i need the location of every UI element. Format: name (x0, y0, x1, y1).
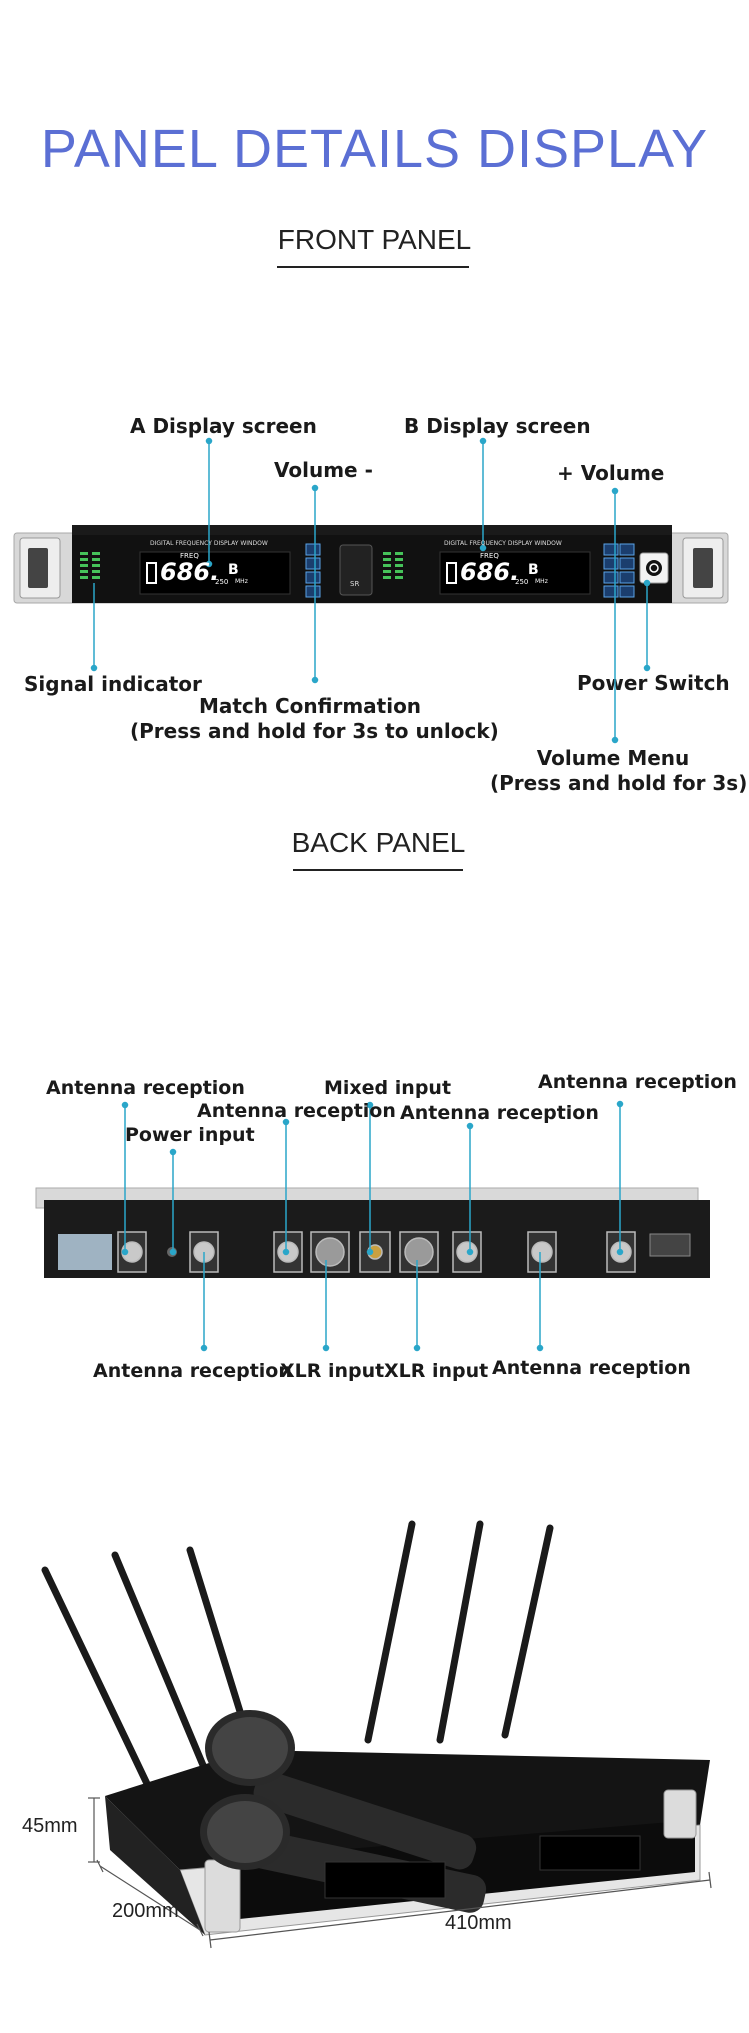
device-freq-label-a: FREQ (180, 552, 199, 560)
device-freq-small-b: 250 (515, 578, 529, 586)
label-xlr-input-1: XLR input (280, 1360, 385, 1382)
label-volume-minus: Volume - (274, 458, 373, 482)
dimension-depth: 200mm (112, 1900, 179, 1922)
label-volume-plus: + Volume (557, 461, 665, 485)
device-freq-small-a: 250 (215, 578, 229, 586)
device-window-title-a: DIGITAL FREQUENCY DISPLAY WINDOW (150, 540, 268, 547)
label-power-input: Power input (125, 1124, 255, 1146)
device-freq-label-b: FREQ (480, 552, 499, 560)
device-channel-a: B (228, 562, 239, 578)
back-panel-heading: BACK PANEL (291, 827, 466, 858)
device-unit-b: MHz (535, 578, 548, 585)
label-mixed-input: Mixed input (324, 1077, 452, 1099)
label-antenna-reception-3: Antenna reception (400, 1102, 599, 1124)
device-freq-b: 686. (460, 558, 520, 586)
dimension-lines (88, 1797, 712, 1949)
front-heading-underline (277, 266, 469, 268)
label-b-display: B Display screen (404, 414, 591, 438)
label-antenna-reception-5: Antenna reception (492, 1357, 691, 1379)
label-antenna-reception-6: Antenna reception (538, 1071, 737, 1093)
device-freq-a: 686. (160, 558, 220, 586)
back-panel-device (35, 1187, 710, 1278)
front-panel-heading: FRONT PANEL (277, 224, 472, 255)
device-channel-b: B (528, 562, 539, 578)
product-illustration (41, 1520, 710, 1936)
label-match-confirmation: Match Confirmation (198, 694, 422, 718)
label-volume-menu: Volume Menu (536, 746, 690, 770)
label-signal-indicator: Signal indicator (24, 672, 202, 696)
device-unit-a: MHz (235, 578, 248, 585)
dimension-height: 45mm (22, 1815, 78, 1837)
label-xlr-input-2: XLR input (384, 1360, 489, 1382)
label-antenna-reception-2: Antenna reception (197, 1100, 396, 1122)
device-window-title-b: DIGITAL FREQUENCY DISPLAY WINDOW (444, 540, 562, 547)
label-antenna-reception-4: Antenna reception (93, 1360, 292, 1382)
label-power-switch: Power Switch (577, 671, 730, 695)
label-match-confirmation-note: (Press and hold for 3s to unlock) (130, 719, 499, 743)
label-antenna-reception-1: Antenna reception (46, 1077, 245, 1099)
dimension-width: 410mm (445, 1912, 512, 1934)
label-a-display: A Display screen (130, 414, 317, 438)
back-heading-underline (293, 869, 463, 871)
device-sr-label: SR (350, 580, 360, 588)
label-volume-menu-note: (Press and hold for 3s) (490, 771, 748, 795)
page-title: PANEL DETAILS DISPLAY (40, 119, 709, 179)
front-panel-device (13, 525, 729, 604)
